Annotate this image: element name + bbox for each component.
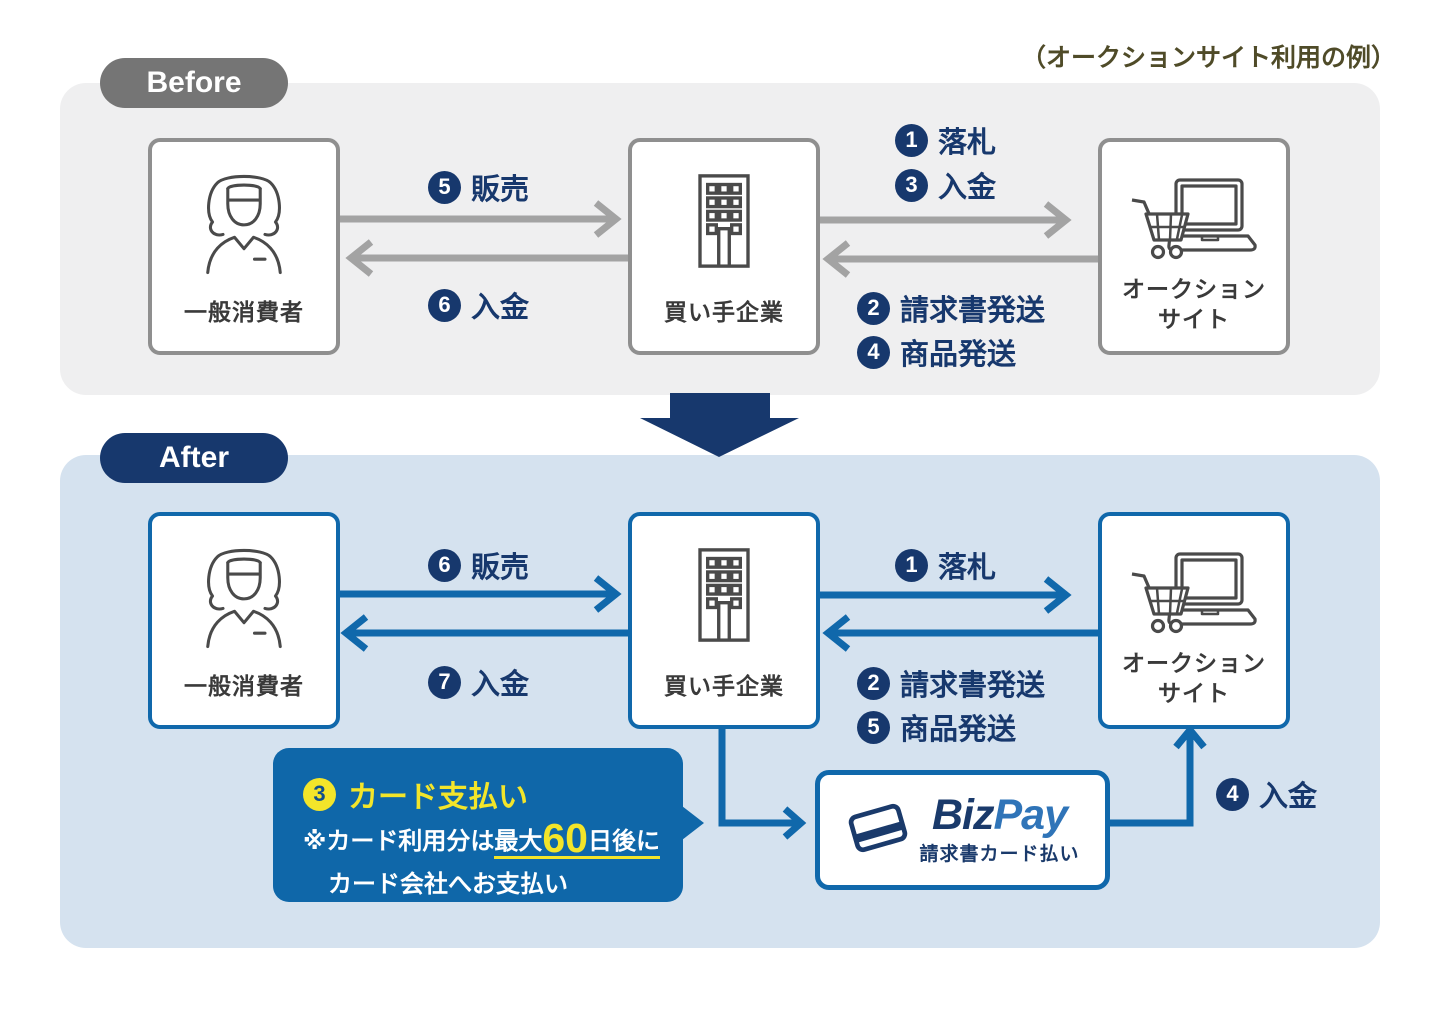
step-number: 1: [895, 123, 928, 157]
flow-label: 落札: [938, 127, 997, 159]
node-label: オークションサイト: [1122, 276, 1266, 333]
before-node-auction: オークションサイト: [1098, 138, 1290, 355]
after-flow-deposit: 7 入金: [428, 661, 529, 703]
step-number: 1: [895, 548, 928, 582]
after-arrow-sell: [332, 575, 622, 613]
step-number: 7: [428, 665, 461, 699]
diagram-caption: （オークションサイト利用の例）: [1020, 44, 1396, 72]
after-arrow-bid: [812, 576, 1072, 614]
step-number: 2: [857, 666, 890, 700]
before-flow-shipping: 4 商品発送: [857, 331, 1016, 373]
step-number: 6: [428, 548, 461, 582]
after-arrow-invoice: [822, 614, 1098, 652]
card-payment-callout: 3 カード支払い ※カード利用分は最大60日後に カード会社へお支払い: [273, 748, 704, 902]
building-icon: [632, 168, 816, 274]
step-number: 2: [857, 291, 890, 325]
before-after-transition-arrow: [640, 393, 799, 457]
bizpay-wordmark: BizPay 請求書カード払い: [919, 791, 1080, 866]
step-number: 3: [895, 168, 928, 202]
flow-label: 商品発送: [900, 339, 1017, 371]
days-highlight: 60: [542, 815, 588, 861]
before-flow-invoice: 2 請求書発送: [857, 287, 1045, 329]
after-connector-buyer-to-bizpay: [718, 721, 807, 840]
before-arrow-sell: [336, 200, 622, 238]
after-arrow-deposit: [340, 614, 628, 652]
after-node-buyer: 買い手企業: [628, 512, 820, 729]
step-number: 6: [428, 288, 461, 322]
flow-label: 請求書発送: [900, 670, 1046, 702]
after-flow-bizpay-deposit: 4 入金: [1216, 773, 1317, 815]
step-number: 5: [428, 170, 461, 204]
before-arrow-deposit: [345, 239, 628, 277]
callout-note: ※カード利用分は最大60日後に: [303, 815, 660, 861]
flow-label: 入金: [1259, 781, 1318, 813]
person-icon: [152, 534, 336, 658]
bizpay-tagline: 請求書カード払い: [919, 844, 1080, 865]
bizpay-node: BizPay 請求書カード払い: [815, 770, 1110, 890]
cart-laptop-icon: [1102, 548, 1286, 652]
before-flow-bid: 1 落札: [895, 119, 996, 161]
step-number: 3: [303, 777, 336, 811]
before-flow-payment: 3 入金: [895, 164, 996, 206]
flow-label: 販売: [471, 174, 530, 206]
node-label: 一般消費者: [184, 299, 304, 325]
before-flow-sell: 5 販売: [428, 166, 529, 208]
after-badge: After: [100, 433, 288, 483]
node-label: 買い手企業: [664, 299, 784, 325]
callout-tail: [682, 806, 704, 840]
callout-title: カード支払い: [348, 781, 528, 814]
node-label: オークションサイト: [1122, 650, 1266, 707]
step-number: 4: [1216, 777, 1249, 811]
flow-label: 入金: [938, 172, 997, 204]
flow-label: 落札: [938, 552, 997, 584]
person-icon: [152, 160, 336, 284]
after-connector-bizpay-to-auction: [1100, 724, 1207, 827]
callout-note-line2: カード会社へお支払い: [328, 870, 568, 898]
building-icon: [632, 542, 816, 648]
after-node-consumer: 一般消費者: [148, 512, 340, 729]
after-node-auction: オークションサイト: [1098, 512, 1290, 729]
before-node-buyer: 買い手企業: [628, 138, 820, 355]
flow-label: 販売: [471, 552, 530, 584]
before-arrow-invoice: [822, 240, 1098, 278]
before-node-consumer: 一般消費者: [148, 138, 340, 355]
after-flow-bid: 1 落札: [895, 544, 996, 586]
flow-label: 入金: [471, 292, 530, 324]
after-arrows: [332, 575, 1207, 840]
flow-label: 請求書発送: [900, 295, 1046, 327]
before-badge: Before: [100, 58, 288, 108]
step-number: 4: [857, 335, 890, 369]
step-number: 5: [857, 710, 890, 744]
before-arrows: [336, 200, 1098, 278]
before-arrow-bid: [812, 201, 1072, 239]
before-flow-deposit: 6 入金: [428, 284, 529, 326]
node-label: 一般消費者: [184, 673, 304, 699]
flow-label: 商品発送: [900, 714, 1017, 746]
credit-card-icon: [845, 797, 911, 864]
node-label: 買い手企業: [664, 673, 784, 699]
cart-laptop-icon: [1102, 174, 1286, 278]
flow-label: 入金: [471, 669, 530, 701]
after-flow-invoice: 2 請求書発送: [857, 662, 1045, 704]
after-flow-shipping: 5 商品発送: [857, 706, 1016, 748]
after-flow-sell: 6 販売: [428, 544, 529, 586]
